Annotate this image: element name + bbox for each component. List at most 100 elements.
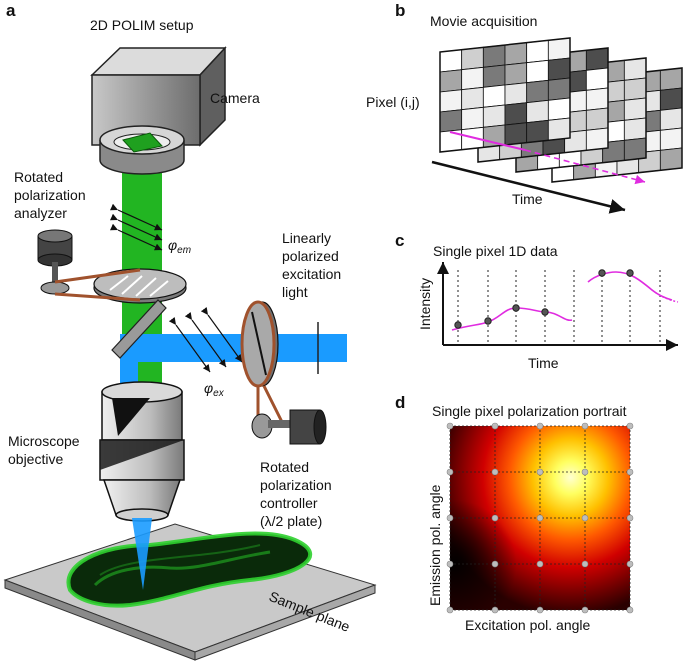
frame-pixel [504,62,528,86]
pixel-label: Pixel (i,j) [366,94,420,110]
panel-a-title: 2D POLIM setup [90,17,194,33]
excitation-label-2: polarized [282,248,339,264]
panel-b-title: Movie acquisition [430,13,537,29]
c-curve-1 [451,307,573,331]
c-sample-point [512,304,520,312]
c-sample-point [454,321,462,329]
frame-pixel [659,67,683,91]
excitation-label-3: excitation [282,266,341,282]
d-sample-point [446,606,454,614]
objective-label-2: objective [8,451,63,467]
frame-border [439,37,571,153]
phi-em-label: φem [168,237,191,256]
frame-pixel [659,87,683,111]
frame-pixel [547,97,571,121]
excitation-label-1: Linearly [282,230,331,246]
excitation-polarization-arrows [168,307,243,373]
d-sample-point [446,468,454,476]
frame-pixel [504,102,528,126]
frame-pixel [482,84,506,108]
d-sample-point [581,422,589,430]
frame-pixel [482,104,506,128]
d-sample-point [491,468,499,476]
frame-pixel [482,44,506,68]
d-sample-point [626,514,634,522]
movie-frame [439,37,571,153]
frame-pixel [547,117,571,141]
excitation-label-4: light [282,284,308,300]
d-sample-point [446,560,454,568]
d-sample-point [446,422,454,430]
c-sample-point [541,308,549,316]
analyzer-label-3: analyzer [14,205,67,221]
d-sample-point [536,422,544,430]
d-sample-point [626,422,634,430]
frame-pixel [526,119,549,144]
frame-pixel [585,47,609,71]
d-sample-point [491,514,499,522]
time-label: Time [512,191,543,207]
frame-pixel [659,147,683,171]
frame-pixel [504,82,528,106]
frame-pixel [585,67,609,91]
panel-b-letter: b [395,1,405,20]
d-sample-point [581,560,589,568]
frame-pixel [439,109,463,133]
focus-cone [132,518,152,590]
frame-pixel [585,127,609,151]
camera-label: Camera [210,90,260,106]
microscope-objective [99,381,185,522]
d-xlabel: Excitation pol. angle [465,617,591,633]
analyzer-disk [93,268,187,304]
panel-b: b Movie acquisition Pixel (i,j) Time [366,1,683,214]
controller-label-4: (λ/2 plate) [260,513,322,529]
half-wave-plate [240,300,279,388]
analyzer-label-2: polarization [14,187,86,203]
d-sample-point [581,514,589,522]
frame-pixel [623,57,647,81]
d-sample-point [581,468,589,476]
frame-pixel [439,49,463,73]
frame-pixel [526,79,549,104]
controller-label-1: Rotated [260,459,309,475]
controller-motor [251,385,327,445]
frame-pixel [547,77,571,101]
d-sample-point [536,514,544,522]
panel-c-title: Single pixel 1D data [433,243,558,259]
frame-pixel [461,46,484,71]
d-sample-point [491,560,499,568]
d-ylabel: Emission pol. angle [427,484,443,606]
panel-c: c Single pixel 1D data Intensity Time [395,231,679,371]
frame-pixel [504,122,528,146]
c-sample-point [484,317,492,325]
frame-pixel [585,87,609,111]
panel-d: d Single pixel polarization portrait Emi… [395,393,634,633]
camera [90,46,227,175]
controller-label-2: polarization [260,477,332,493]
frame-pixel [585,107,609,131]
portrait-grid [446,422,634,614]
c-sample-point [626,269,634,277]
frame-pixel [659,107,683,131]
c-ylabel: Intensity [417,278,433,330]
panel-d-letter: d [395,393,405,412]
emission-polarization-arrows [109,203,163,251]
frame-pixel [526,99,549,124]
analyzer-belt [54,268,141,302]
c-sample-point [598,269,606,277]
c-curve-tail [651,289,679,303]
panel-d-title: Single pixel polarization portrait [432,403,627,419]
objective-label-1: Microscope [8,433,80,449]
controller-label-3: controller [260,495,318,511]
dichroic-mirror [111,299,167,359]
panel-a-letter: a [6,1,16,20]
c-plot [451,269,679,345]
analyzer-motor [37,229,73,295]
panel-c-letter: c [395,231,404,250]
sample-plane [3,523,377,661]
analyzer-label-1: Rotated [14,169,63,185]
frame-pixel [526,59,549,84]
frame-pixel [547,37,571,61]
d-sample-point [536,606,544,614]
